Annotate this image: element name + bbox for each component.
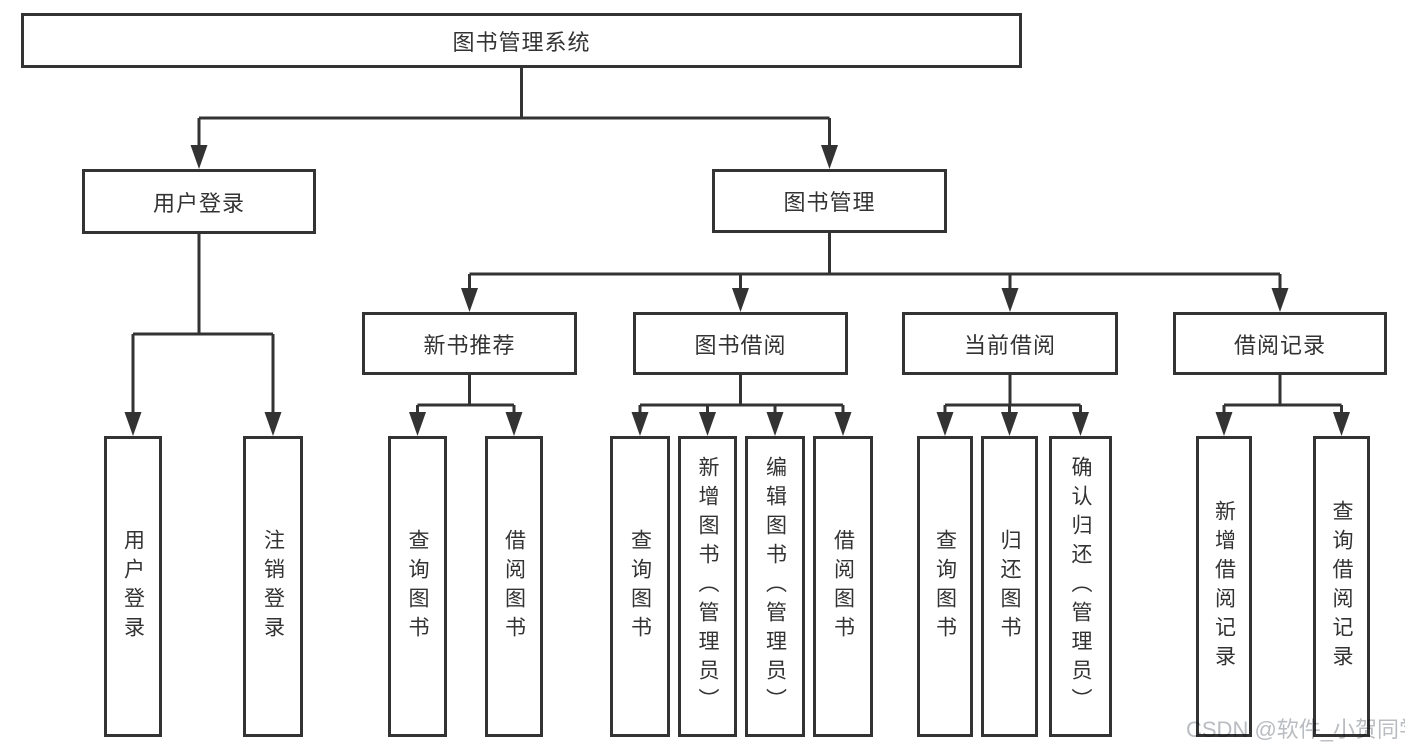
leaf-edit-books-admin: 编辑图书（管理员） xyxy=(745,436,805,737)
leaf-label: 查询图书 xyxy=(628,528,652,645)
node-book-borrow: 图书借阅 xyxy=(633,312,848,375)
node-book-management: 图书管理 xyxy=(712,169,947,233)
leaf-borrow-books-1: 借阅图书 xyxy=(485,436,543,737)
leaf-add-books-admin: 新增图书（管理员） xyxy=(678,436,737,737)
leaf-borrow-books-2: 借阅图书 xyxy=(813,436,873,737)
leaf-label: 借阅图书 xyxy=(831,528,855,645)
node-current-borrow: 当前借阅 xyxy=(902,312,1118,375)
connector-book-management-to-level2 xyxy=(468,233,1282,294)
node-label: 图书借阅 xyxy=(694,332,787,358)
arrowheads xyxy=(124,145,1350,436)
node-label: 新书推荐 xyxy=(423,332,516,358)
leaf-label: 新增图书（管理员） xyxy=(696,456,719,717)
leaf-add-borrow-record: 新增借阅记录 xyxy=(1196,436,1252,737)
leaf-query-books-2: 查询图书 xyxy=(610,436,670,737)
connector-user-login-to-leaves xyxy=(131,234,275,418)
leaf-confirm-return-admin: 确认归还（管理员） xyxy=(1049,436,1112,737)
leaf-label: 确认归还（管理员） xyxy=(1069,456,1092,717)
leaf-label: 注销登录 xyxy=(261,528,285,645)
leaf-logout: 注销登录 xyxy=(243,436,303,737)
leaf-label: 归还图书 xyxy=(998,528,1021,645)
leaf-query-books-3: 查询图书 xyxy=(917,436,973,737)
leaf-label: 查询图书 xyxy=(406,528,429,645)
connector-new-book-recommend-to-leaves xyxy=(416,375,516,418)
leaf-user-login: 用户登录 xyxy=(104,436,162,737)
node-user-login: 用户登录 xyxy=(82,169,316,234)
node-label: 图书管理 xyxy=(783,190,876,215)
node-library-system: 图书管理系统 xyxy=(21,13,1022,68)
connector-current-borrow-to-leaves xyxy=(943,375,1082,418)
leaf-label: 新增借阅记录 xyxy=(1212,499,1236,674)
leaf-label: 用户登录 xyxy=(121,528,145,645)
leaf-query-books-1: 查询图书 xyxy=(388,436,447,737)
connector-borrow-records-to-leaves xyxy=(1222,375,1343,418)
leaf-label: 编辑图书（管理员） xyxy=(763,456,787,717)
node-new-book-recommend: 新书推荐 xyxy=(362,312,577,375)
connector-root-to-level1 xyxy=(197,68,831,151)
leaf-label: 查询借阅记录 xyxy=(1330,499,1353,674)
node-label: 图书管理系统 xyxy=(452,29,591,55)
csdn-watermark: CSDN @软件_小贺同学 xyxy=(1186,717,1405,742)
connector-book-borrow-to-leaves xyxy=(638,375,845,418)
leaf-label: 借阅图书 xyxy=(502,528,526,645)
leaf-return-books: 归还图书 xyxy=(981,436,1038,737)
node-label: 用户登录 xyxy=(152,190,245,216)
node-label: 借阅记录 xyxy=(1233,332,1326,358)
leaf-query-borrow-record: 查询借阅记录 xyxy=(1313,436,1370,737)
leaf-label: 查询图书 xyxy=(933,528,957,645)
node-borrow-records: 借阅记录 xyxy=(1173,312,1387,375)
node-label: 当前借阅 xyxy=(963,332,1056,358)
